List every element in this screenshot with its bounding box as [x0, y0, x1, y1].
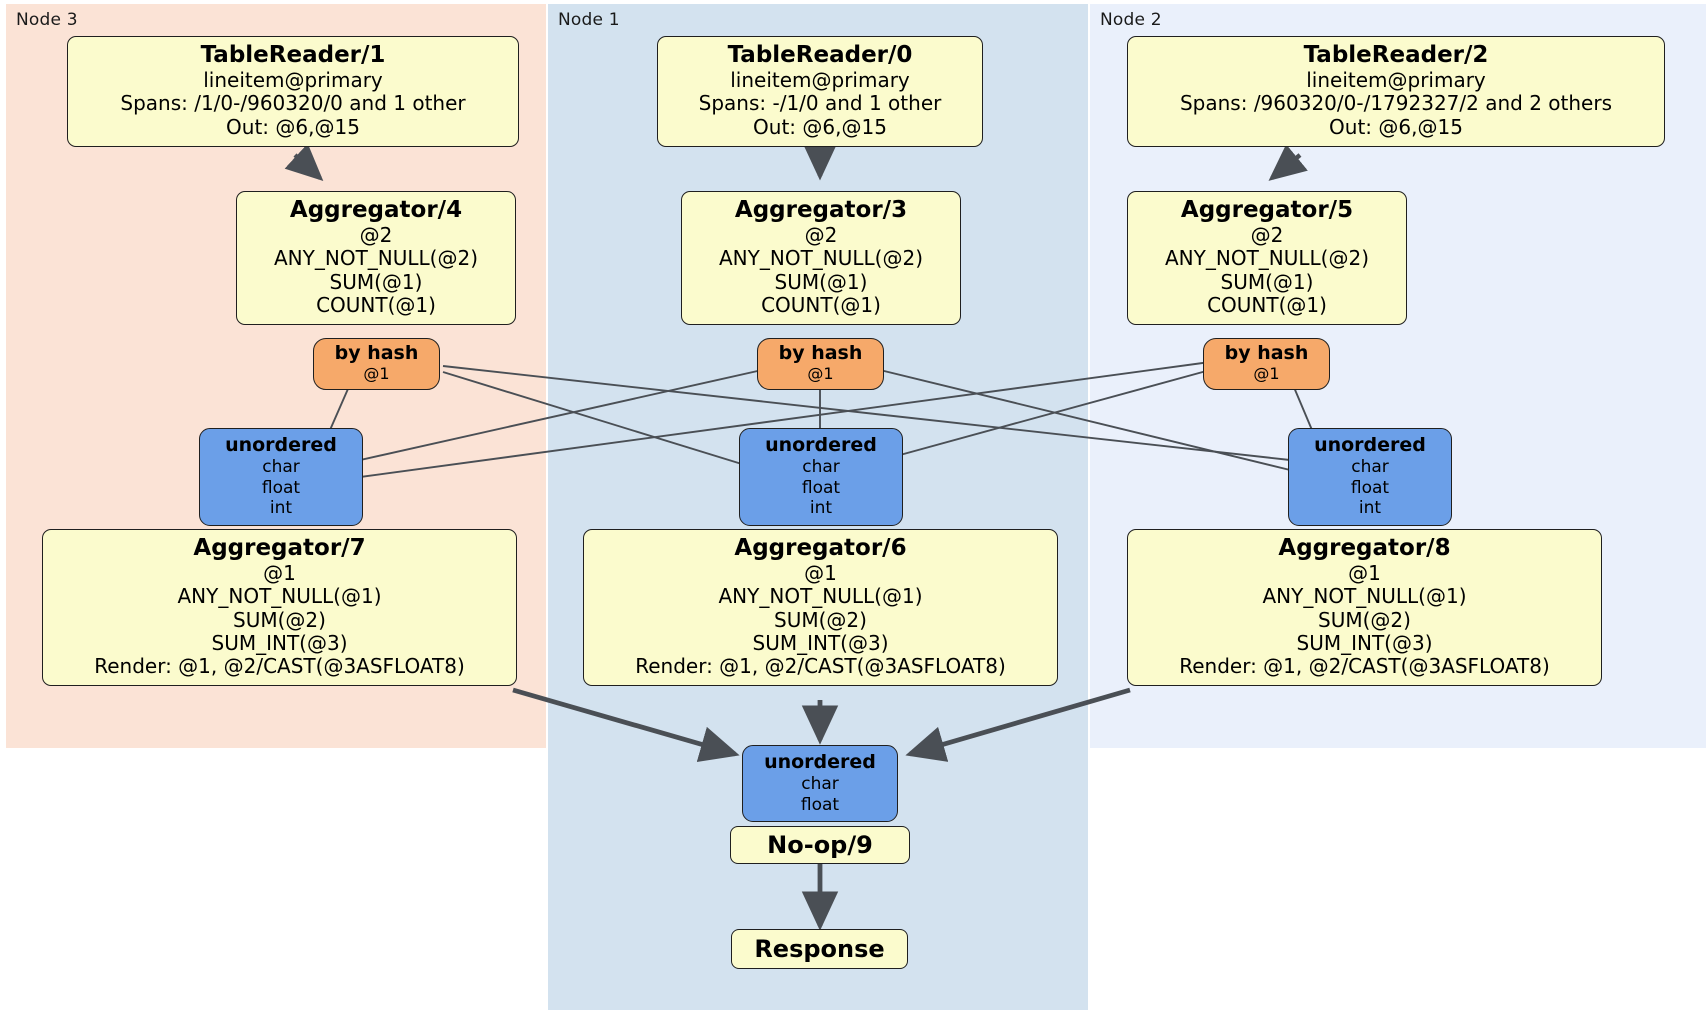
- processor-detail: ANY_NOT_NULL(@1): [177, 584, 382, 609]
- synchronizer-type: int: [809, 498, 833, 519]
- processor-detail: SUM(@2): [1318, 607, 1411, 632]
- synchronizer-unordered-right[interactable]: unordered char float int: [1288, 428, 1452, 526]
- synchronizer-type: char: [1351, 456, 1389, 477]
- router-detail: @1: [1253, 363, 1280, 383]
- processor-detail: Out: @6,@15: [753, 114, 887, 139]
- synchronizer-title: unordered: [765, 434, 877, 456]
- node-panel-label-node3: Node 3: [16, 10, 78, 30]
- processor-detail: Out: @6,@15: [1329, 114, 1463, 139]
- processor-detail: SUM_INT(@3): [211, 630, 348, 655]
- synchronizer-type: int: [1358, 498, 1382, 519]
- processor-title: Aggregator/7: [193, 535, 366, 561]
- processor-detail: SUM_INT(@3): [752, 630, 889, 655]
- processor-title: TableReader/2: [1303, 42, 1489, 68]
- processor-detail: @2: [359, 223, 393, 248]
- processor-detail: ANY_NOT_NULL(@1): [718, 584, 923, 609]
- synchronizer-type: char: [801, 773, 839, 794]
- processor-detail: SUM(@1): [774, 269, 868, 294]
- processor-title: Aggregator/8: [1278, 535, 1451, 561]
- synchronizer-type: float: [261, 477, 301, 498]
- processor-detail: @1: [263, 561, 296, 586]
- router-by-hash-right[interactable]: by hash @1: [1203, 338, 1330, 391]
- router-by-hash-left[interactable]: by hash @1: [313, 338, 440, 391]
- processor-detail: Spans: /1/0-/960320/0 and 1 other: [120, 91, 466, 116]
- processor-title: TableReader/1: [200, 42, 386, 68]
- processor-title: Aggregator/4: [289, 197, 463, 223]
- processor-detail: Out: @6,@15: [226, 114, 360, 139]
- synchronizer-type: float: [800, 794, 840, 815]
- processor-response[interactable]: Response: [731, 929, 908, 969]
- processor-detail: lineitem@primary: [203, 68, 383, 93]
- router-title: by hash: [334, 342, 419, 364]
- router-by-hash-center[interactable]: by hash @1: [757, 338, 884, 391]
- processor-detail: SUM(@2): [233, 607, 326, 632]
- synchronizer-unordered-final[interactable]: unordered char float: [742, 745, 898, 823]
- processor-detail: ANY_NOT_NULL(@2): [1165, 246, 1369, 271]
- synchronizer-title: unordered: [764, 751, 876, 773]
- processor-detail: Spans: /960320/0-/1792327/2 and 2 others: [1179, 91, 1612, 116]
- processor-detail: @2: [1250, 223, 1284, 248]
- synchronizer-type: float: [801, 477, 841, 498]
- router-detail: @1: [807, 363, 834, 383]
- processor-noop-9[interactable]: No-op/9: [730, 826, 910, 864]
- processor-aggregator-6[interactable]: Aggregator/6 @1 ANY_NOT_NULL(@1) SUM(@2)…: [583, 529, 1058, 687]
- processor-detail: COUNT(@1): [761, 292, 881, 317]
- processor-detail: Render: @1, @2/CAST(@3ASFLOAT8): [94, 653, 465, 678]
- processor-detail: lineitem@primary: [730, 68, 910, 93]
- processor-detail: lineitem@primary: [1306, 68, 1486, 93]
- router-title: by hash: [778, 342, 863, 364]
- processor-detail: SUM(@2): [774, 607, 867, 632]
- processor-tablereader-1[interactable]: TableReader/1 lineitem@primary Spans: /1…: [67, 36, 519, 147]
- processor-detail: ANY_NOT_NULL(@2): [719, 246, 923, 271]
- processor-title: Response: [754, 935, 885, 963]
- processor-aggregator-8[interactable]: Aggregator/8 @1 ANY_NOT_NULL(@1) SUM(@2)…: [1127, 529, 1602, 687]
- router-title: by hash: [1224, 342, 1309, 364]
- processor-title: TableReader/0: [727, 42, 913, 68]
- processor-detail: SUM(@1): [329, 269, 423, 294]
- processor-detail: @1: [1348, 561, 1381, 586]
- processor-detail: @1: [804, 561, 837, 586]
- processor-tablereader-2[interactable]: TableReader/2 lineitem@primary Spans: /9…: [1127, 36, 1665, 147]
- processor-aggregator-4[interactable]: Aggregator/4 @2 ANY_NOT_NULL(@2) SUM(@1)…: [236, 191, 516, 325]
- processor-tablereader-0[interactable]: TableReader/0 lineitem@primary Spans: -/…: [657, 36, 983, 147]
- processor-aggregator-3[interactable]: Aggregator/3 @2 ANY_NOT_NULL(@2) SUM(@1)…: [681, 191, 961, 325]
- processor-detail: ANY_NOT_NULL(@1): [1262, 584, 1467, 609]
- synchronizer-title: unordered: [1314, 434, 1426, 456]
- processor-title: Aggregator/5: [1180, 197, 1354, 223]
- router-detail: @1: [363, 363, 390, 383]
- processor-detail: Spans: -/1/0 and 1 other: [698, 91, 942, 116]
- synchronizer-unordered-left[interactable]: unordered char float int: [199, 428, 363, 526]
- synchronizer-type: char: [262, 456, 300, 477]
- node-panel-label-node1: Node 1: [558, 10, 620, 30]
- processor-detail: Render: @1, @2/CAST(@3ASFLOAT8): [635, 653, 1006, 678]
- processor-aggregator-7[interactable]: Aggregator/7 @1 ANY_NOT_NULL(@1) SUM(@2)…: [42, 529, 517, 687]
- node-panel-label-node2: Node 2: [1100, 10, 1162, 30]
- processor-detail: ANY_NOT_NULL(@2): [274, 246, 478, 271]
- processor-detail: Render: @1, @2/CAST(@3ASFLOAT8): [1179, 653, 1550, 678]
- synchronizer-title: unordered: [225, 434, 337, 456]
- processor-title: Aggregator/6: [734, 535, 907, 561]
- processor-detail: COUNT(@1): [316, 292, 436, 317]
- processor-detail: COUNT(@1): [1207, 292, 1327, 317]
- processor-detail: SUM(@1): [1220, 269, 1314, 294]
- processor-aggregator-5[interactable]: Aggregator/5 @2 ANY_NOT_NULL(@2) SUM(@1)…: [1127, 191, 1407, 325]
- synchronizer-type: float: [1350, 477, 1390, 498]
- synchronizer-type: char: [802, 456, 840, 477]
- processor-detail: @2: [804, 223, 838, 248]
- synchronizer-type: int: [269, 498, 293, 519]
- processor-title: No-op/9: [767, 831, 873, 859]
- processor-title: Aggregator/3: [734, 197, 908, 223]
- synchronizer-unordered-center[interactable]: unordered char float int: [739, 428, 903, 526]
- processor-detail: SUM_INT(@3): [1296, 630, 1433, 655]
